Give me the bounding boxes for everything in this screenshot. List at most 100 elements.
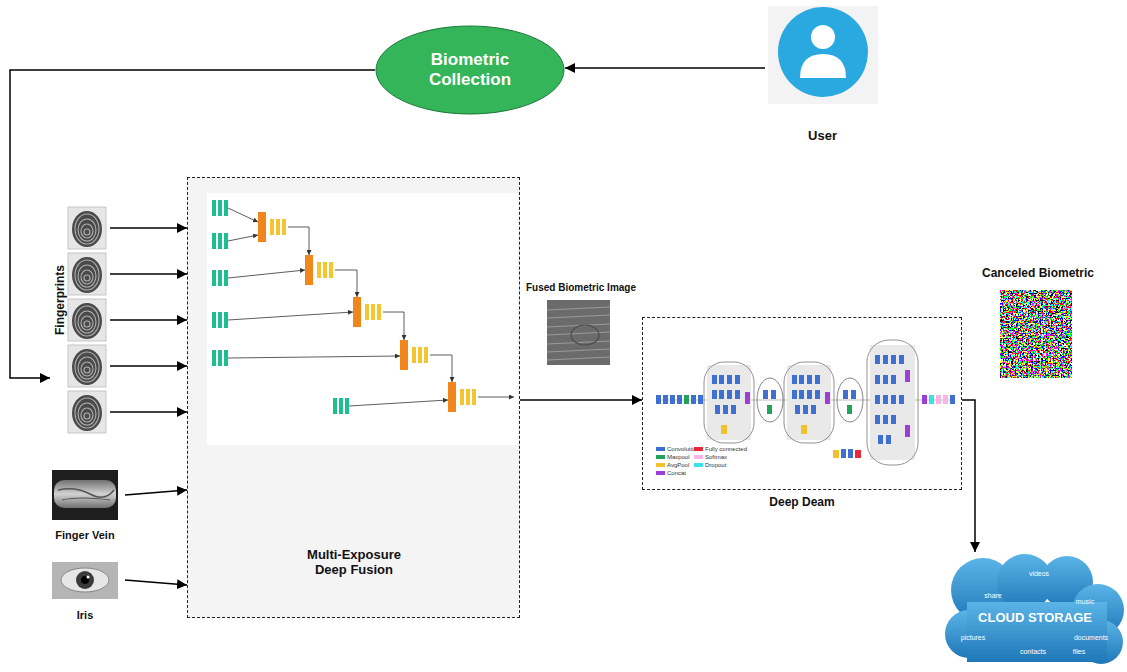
finger-vein-image xyxy=(62,498,110,500)
node-label: Canceled Biometric xyxy=(982,267,1094,281)
fusion-network xyxy=(448,382,456,412)
fusion-network xyxy=(317,262,333,278)
node-label: videos xyxy=(1029,570,1049,578)
fusion-network xyxy=(333,398,349,414)
legend-label: AvgPool xyxy=(667,462,689,468)
deep-dream-network xyxy=(891,415,896,424)
deep-dream-network xyxy=(715,405,720,414)
node-label: music xyxy=(1076,598,1094,606)
legend-entry: Softmax xyxy=(694,454,727,460)
deep-dream-network xyxy=(642,317,962,490)
deep-dream-network xyxy=(899,355,904,364)
legend-entry: Concat xyxy=(656,470,686,476)
deep-dream-network xyxy=(771,390,776,399)
legend-swatch xyxy=(656,447,665,451)
fingerprint-images xyxy=(68,391,106,433)
canceled-node: Canceled Biometric xyxy=(978,265,1099,380)
fusion-network xyxy=(349,400,448,406)
flow-arrow xyxy=(125,580,187,585)
legend-swatch xyxy=(694,463,703,467)
node-label: Multi-Exposure Deep Fusion xyxy=(292,548,417,578)
deep-dream-network xyxy=(929,395,934,404)
legend-swatch xyxy=(656,463,665,467)
node-label: Fingerprints xyxy=(54,265,68,335)
legend-entry: Fully connected xyxy=(694,446,747,452)
user-icon xyxy=(768,6,878,104)
node-label: documents xyxy=(1074,634,1108,642)
deep-dream-network xyxy=(684,395,689,404)
deep-dream-network xyxy=(922,395,927,404)
node-label: Fused Biometric Image xyxy=(526,282,636,294)
flow-arrow xyxy=(110,365,187,367)
fused-image xyxy=(547,300,610,365)
deep-dream-network xyxy=(803,405,808,414)
deep-dream-panel: Deep Deam xyxy=(642,317,962,512)
fingerprint-images xyxy=(68,345,106,387)
deep-dream-network xyxy=(642,317,962,490)
flow-arrow xyxy=(962,400,975,552)
deep-dream-network xyxy=(712,390,717,399)
fingerprint-images xyxy=(68,207,106,433)
flow-arrow xyxy=(565,67,765,69)
deep-dream-network xyxy=(936,395,941,404)
fusion-network xyxy=(478,397,514,398)
fusion-network xyxy=(187,177,520,618)
fingerprint-images xyxy=(68,207,106,249)
finger-vein-image xyxy=(52,470,118,520)
user-icon xyxy=(778,7,868,97)
legend-label: Maxpool xyxy=(667,454,690,460)
fusion-network xyxy=(335,270,357,297)
iris-image xyxy=(52,562,118,599)
deep-dream-network xyxy=(704,362,754,443)
deep-dream-network xyxy=(745,392,750,404)
canceled-biometric-image xyxy=(1000,290,1072,378)
iris-image xyxy=(52,562,118,599)
node-label: contacts xyxy=(1020,648,1046,656)
fused-image xyxy=(547,300,610,365)
fused-image xyxy=(547,315,610,318)
deep-dream-network xyxy=(801,425,807,434)
fusion-network xyxy=(228,235,258,241)
iris-image xyxy=(87,576,90,579)
flow-arrow xyxy=(10,70,375,378)
deep-dream-network xyxy=(792,375,797,384)
fused-image xyxy=(547,349,610,352)
deep-dream-network xyxy=(848,449,853,458)
user-icon xyxy=(768,6,878,104)
deep-dream-network xyxy=(851,390,856,399)
fusion-network xyxy=(228,312,353,320)
flow-arrow xyxy=(110,273,187,275)
user-node: User xyxy=(765,6,880,146)
legend-label: Concat xyxy=(667,470,686,476)
deep-dream-network xyxy=(735,390,740,399)
deep-dream-network xyxy=(875,355,880,364)
deep-dream-network xyxy=(811,405,816,414)
collection-ellipse: Biometric Collection xyxy=(375,25,565,115)
node-label: Biometric Collection xyxy=(410,50,530,89)
fingerprint-images xyxy=(68,253,106,295)
finger-vein-image xyxy=(58,489,114,498)
deep-dream-network xyxy=(891,375,896,384)
deep-dream-network xyxy=(656,395,661,404)
deep-dream-network xyxy=(875,415,880,424)
fusion-network xyxy=(353,297,361,327)
deep-dream-network xyxy=(855,450,861,458)
legend-swatch xyxy=(694,447,703,451)
deep-dream-network xyxy=(847,405,852,414)
deep-dream-network xyxy=(878,435,883,444)
iris-node: Iris xyxy=(45,558,125,624)
deep-dream-network xyxy=(837,378,863,422)
fusion-network xyxy=(212,350,228,366)
flow-arrow xyxy=(110,319,187,321)
user-icon xyxy=(800,54,846,78)
fusion-network xyxy=(412,347,428,363)
fusion-network xyxy=(187,177,520,618)
deep-dream-network xyxy=(875,375,880,384)
fusion-network xyxy=(365,304,381,320)
fusion-network xyxy=(228,270,305,278)
deep-dream-network xyxy=(799,375,804,384)
deep-dream-network xyxy=(883,355,888,364)
flow-arrow xyxy=(125,490,187,495)
deep-dream-network xyxy=(670,395,675,404)
fusion-network xyxy=(212,233,228,249)
